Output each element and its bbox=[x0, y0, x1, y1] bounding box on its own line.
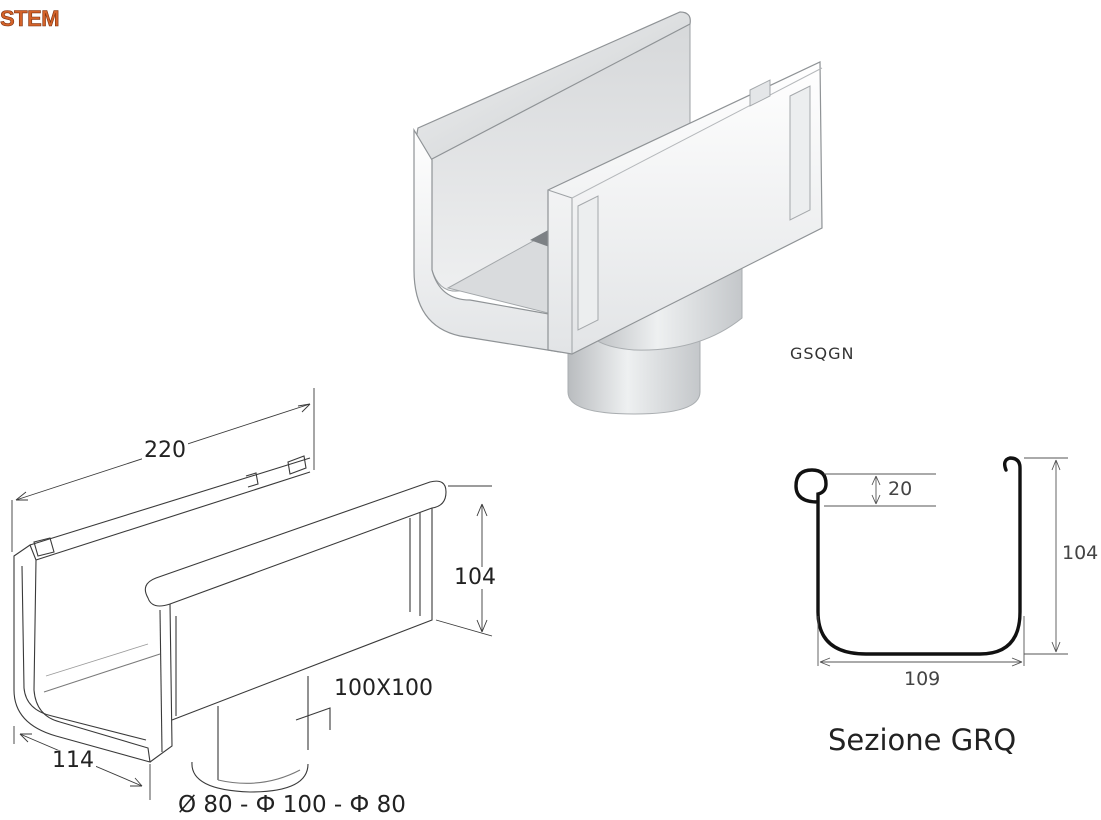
line-drawing bbox=[13, 455, 447, 793]
brand-logo: STEM bbox=[0, 6, 60, 32]
dim-length-label: 220 bbox=[142, 438, 188, 463]
render-front-wall bbox=[547, 61, 823, 355]
section-title: Sezione GRQ bbox=[828, 723, 1017, 757]
diameters-label: Ø 80 - Ф 100 - Ф 80 bbox=[178, 792, 406, 818]
outlet-size-label: 100X100 bbox=[334, 676, 434, 701]
product-code-label: GSQGN bbox=[790, 344, 855, 363]
section-profile bbox=[794, 456, 1022, 656]
section-dimensions bbox=[817, 457, 1068, 667]
dim-height-label: 104 bbox=[452, 565, 498, 590]
section-height-label: 104 bbox=[1062, 542, 1099, 564]
product-render bbox=[413, 11, 823, 415]
section-width-label: 109 bbox=[904, 668, 941, 690]
section-bead-label: 20 bbox=[888, 478, 913, 500]
dim-width-label: 114 bbox=[50, 748, 96, 773]
render-pipe bbox=[567, 329, 701, 415]
